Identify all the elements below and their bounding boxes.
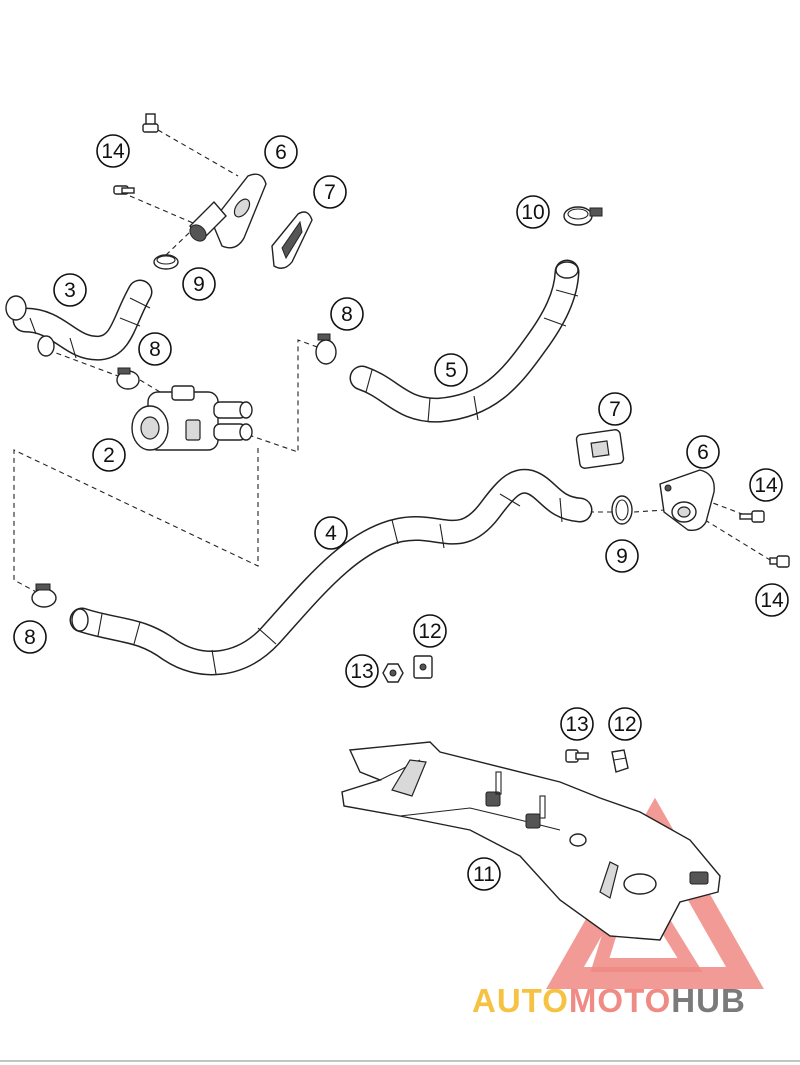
- callout-9-lower: 9: [605, 539, 639, 573]
- callout-label: 9: [616, 545, 628, 568]
- callout-14-right-upper: 14: [749, 468, 783, 502]
- bolt-13-lower: [565, 749, 589, 763]
- gasket-7-upper: [271, 211, 313, 269]
- callout-13-upper: 13: [345, 654, 379, 688]
- logo-wordmark: AUTOMOTOHUB: [472, 982, 746, 1019]
- leader-lines: [13, 129, 776, 595]
- leader-9b-right: [633, 509, 666, 513]
- callout-label: 10: [521, 201, 544, 224]
- hose-3-end-left: [5, 295, 27, 321]
- callout-8-right: 8: [330, 297, 364, 331]
- callout-12-lower: 12: [608, 707, 642, 741]
- clamp-10: [563, 206, 603, 226]
- callout-9-upper: 9: [182, 267, 216, 301]
- callout-label: 8: [149, 338, 161, 361]
- callout-label: 3: [64, 279, 76, 302]
- cover-6-lower: [659, 469, 715, 532]
- callout-8-left: 8: [138, 332, 172, 366]
- valve-body-2: [131, 385, 253, 451]
- callout-8-lower: 8: [13, 620, 47, 654]
- callout-label: 7: [324, 181, 336, 204]
- callout-label: 6: [275, 141, 287, 164]
- clamp-9-lower: [611, 495, 633, 525]
- callout-label: 7: [609, 398, 621, 421]
- gasket-7-lower: [575, 429, 625, 469]
- callout-label: 8: [24, 626, 36, 649]
- leader-14c: [704, 519, 776, 564]
- callout-5: 5: [434, 353, 468, 387]
- leader-8a-valve: [139, 379, 161, 393]
- callout-label: 13: [350, 660, 373, 683]
- callout-6-lower: 6: [686, 435, 720, 469]
- small-hardware: [382, 655, 629, 773]
- callout-label: 6: [697, 441, 709, 464]
- bracket-11-hole: [623, 873, 657, 895]
- callout-2: 2: [92, 438, 126, 472]
- bracket-11-grommet-b: [525, 813, 541, 829]
- callout-label: 8: [341, 303, 353, 326]
- bolts-14: [113, 113, 790, 568]
- hose-4: [69, 468, 593, 676]
- callout-label: 2: [103, 444, 115, 467]
- nut-13-upper: [382, 663, 404, 683]
- callout-11: 11: [467, 857, 501, 891]
- callout-label: 4: [325, 522, 337, 545]
- callout-7-upper: 7: [313, 175, 347, 209]
- callout-12-upper: 12: [413, 614, 447, 648]
- bolt-14-upper-a: [142, 113, 159, 133]
- callout-4: 4: [314, 516, 348, 550]
- bolt-14-lower-b: [769, 555, 790, 568]
- callout-10: 10: [516, 195, 550, 229]
- hose-3: [5, 279, 153, 361]
- leader-8a-hose3: [47, 349, 119, 377]
- callout-label: 13: [565, 713, 588, 736]
- leader-8c-loop: [13, 448, 259, 595]
- callout-6-upper: 6: [264, 135, 298, 169]
- callout-label: 12: [418, 620, 441, 643]
- callout-13-lower: 13: [560, 707, 594, 741]
- leader-14a-upper: [157, 129, 239, 177]
- hose-clamps: [31, 206, 633, 608]
- leader-9a: [165, 231, 191, 256]
- logo-word-auto: AUTO: [472, 982, 569, 1019]
- bolt-14-lower-a: [739, 510, 765, 523]
- clip-12-upper: [413, 655, 433, 679]
- clamp-8-lower: [31, 583, 57, 608]
- hose-4-end-left: [71, 608, 89, 632]
- bracket-11-body: [341, 741, 721, 941]
- callout-label: 14: [760, 589, 784, 612]
- callout-label: 5: [445, 359, 457, 382]
- bracket-11-tab: [689, 871, 709, 885]
- logo-word-hub: HUB: [671, 982, 746, 1019]
- hose-5: [349, 259, 580, 423]
- hose-5-end-top: [555, 261, 579, 279]
- callout-14-right-lower: 14: [755, 583, 789, 617]
- valve-top-boss: [171, 385, 195, 401]
- callout-3: 3: [53, 273, 87, 307]
- callout-label: 9: [193, 273, 205, 296]
- callout-label: 12: [613, 713, 636, 736]
- leader-8b-valve: [239, 339, 321, 453]
- clamp-8-upper-left: [116, 367, 140, 390]
- hose-3-end-lower: [37, 335, 55, 357]
- leader-14a-lower: [129, 195, 201, 227]
- logo-word-moto: MOTO: [569, 982, 671, 1019]
- callout-7-lower: 7: [598, 392, 632, 426]
- callout-label: 14: [754, 474, 778, 497]
- callout-14-upper: 14: [96, 134, 130, 168]
- clip-12-lower: [611, 749, 629, 773]
- clamp-8-upper-right: [315, 333, 337, 365]
- callout-label: 14: [101, 140, 125, 163]
- bolt-14-upper-b: [113, 185, 135, 195]
- bracket-11: [341, 741, 721, 941]
- callout-label: 11: [473, 863, 495, 886]
- bracket-11-grommet-a: [485, 791, 501, 807]
- clamp-9-upper: [153, 254, 179, 270]
- cover-6-upper: [189, 173, 267, 249]
